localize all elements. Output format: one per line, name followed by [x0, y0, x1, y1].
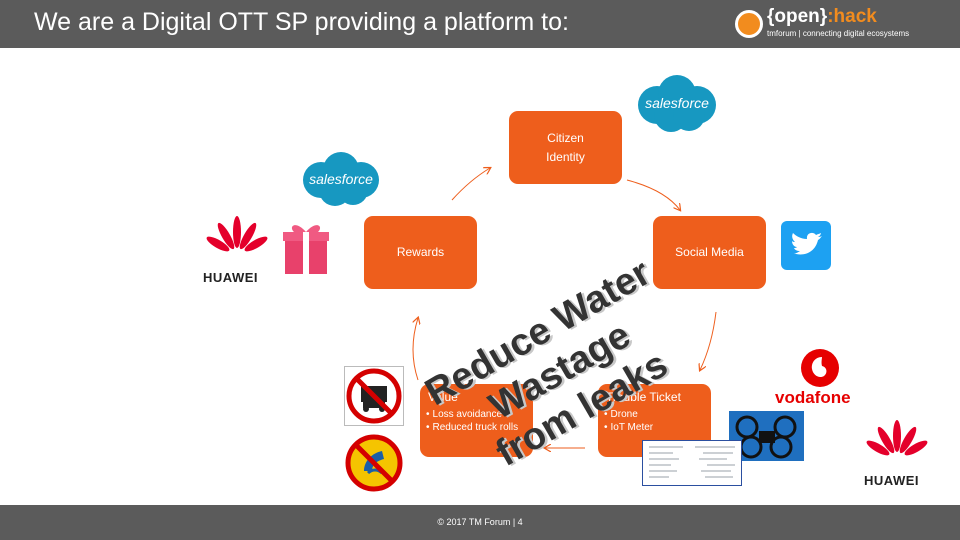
rewards-box: Rewards	[364, 216, 477, 289]
value-title: Value	[428, 390, 458, 404]
salesforce-label: salesforce	[645, 95, 709, 111]
ticket-document-thumbnail	[642, 440, 742, 486]
citizen-identity-label: Citizen Identity	[546, 130, 585, 164]
value-box: Value Loss avoidance Reduced truck rolls	[420, 384, 533, 457]
salesforce-cloud-icon	[303, 152, 379, 206]
trouble-ticket-list: Drone IoT Meter	[604, 408, 654, 434]
logo-text: {open}:hack	[767, 6, 877, 27]
list-item: Drone	[604, 408, 653, 421]
list-item: IoT Meter	[604, 421, 654, 434]
twitter-bird-icon	[792, 232, 822, 255]
header-bar: We are a Digital OTT SP providing a plat…	[0, 0, 960, 48]
social-media-box: Social Media	[653, 216, 766, 289]
vodafone-logo-icon	[801, 349, 839, 387]
trouble-ticket-title: Trouble Ticket	[606, 390, 681, 404]
huawei-logo-icon	[866, 420, 928, 456]
social-media-label: Social Media	[675, 245, 744, 259]
drone-icon	[735, 415, 797, 459]
no-truck-icon	[344, 366, 404, 426]
logo-subtitle: tmforum | connecting digital ecosystems	[767, 29, 910, 38]
open-hack-logo-icon	[735, 10, 763, 38]
list-item: Loss avoidance	[426, 408, 518, 421]
rewards-label: Rewards	[396, 245, 445, 259]
twitter-logo	[781, 221, 831, 270]
slide-title: We are a Digital OTT SP providing a plat…	[34, 8, 569, 36]
salesforce-logo-right: salesforce	[633, 73, 721, 137]
value-list: Loss avoidance Reduced truck rolls	[426, 408, 519, 434]
citizen-identity-box: Citizen Identity	[509, 111, 622, 184]
document-lines	[649, 446, 735, 478]
salesforce-logo-left: salesforce	[297, 150, 385, 210]
arrow-social-to-trouble	[700, 311, 717, 370]
vodafone-label: vodafone	[775, 388, 851, 407]
huawei-label-left: HUAWEI	[203, 270, 258, 285]
salesforce-label: salesforce	[309, 171, 373, 187]
arrow-citizen-to-social	[626, 179, 680, 210]
footer-bar: © 2017 TM Forum | 4	[0, 505, 960, 540]
huawei-logo-icon	[206, 216, 268, 252]
no-water-waste-icon	[345, 434, 403, 492]
list-item: Reduced truck rolls	[426, 421, 519, 434]
open-hack-logo: {open}:hack tmforum | connecting digital…	[735, 6, 950, 44]
footer-text: © 2017 TM Forum | 4	[437, 517, 523, 527]
huawei-label-right: HUAWEI	[864, 473, 919, 488]
arrow-rewards-to-citizen	[451, 168, 490, 201]
arrow-value-to-rewards	[413, 318, 418, 381]
gift-icon	[283, 225, 329, 274]
salesforce-cloud-icon	[638, 75, 716, 132]
